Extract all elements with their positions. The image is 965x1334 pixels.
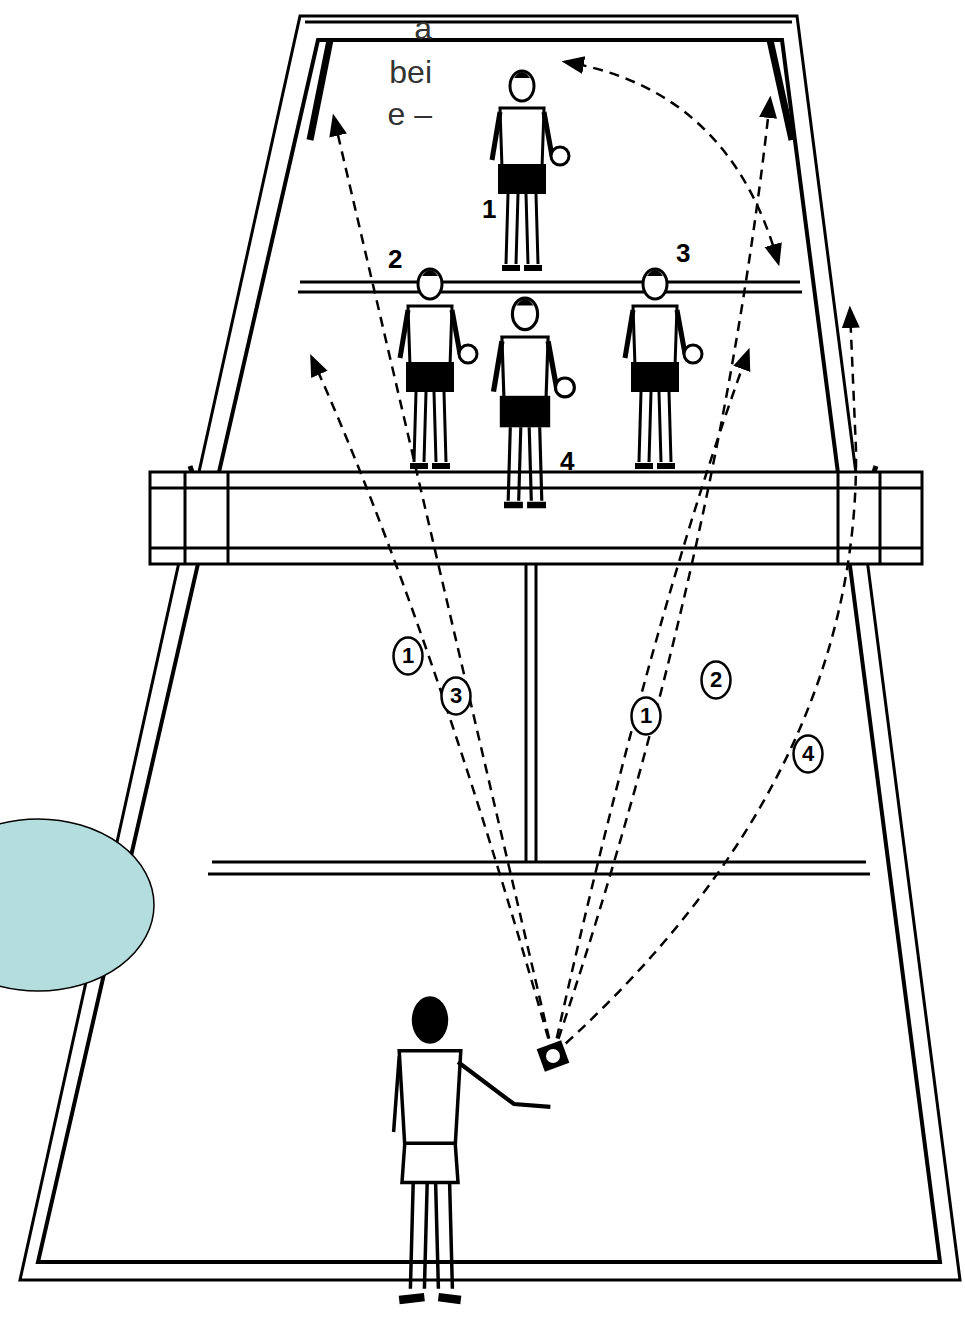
callout-number: 1 <box>402 645 414 667</box>
text-fragment: a <box>414 12 432 44</box>
player-number: 4 <box>560 448 574 474</box>
callout-circle: 2 <box>700 660 732 700</box>
player-number: 2 <box>388 246 402 272</box>
callout-number: 4 <box>802 743 814 765</box>
callout-circle: 1 <box>630 696 662 736</box>
text-fragment: e – <box>388 98 432 130</box>
callout-number: 1 <box>640 705 652 727</box>
callout-circle: 3 <box>440 676 472 716</box>
player-number: 3 <box>676 240 690 266</box>
ball-trajectories <box>312 62 856 1055</box>
court-lines <box>20 16 960 1280</box>
callout-number: 3 <box>450 685 462 707</box>
callout-circle: 4 <box>792 734 824 774</box>
highlight-ellipse <box>0 819 154 991</box>
callout-number: 2 <box>710 669 722 691</box>
player-number: 1 <box>482 196 496 222</box>
text-fragment: bei <box>389 56 432 88</box>
callout-circle: 1 <box>392 636 424 676</box>
players <box>394 71 702 1300</box>
